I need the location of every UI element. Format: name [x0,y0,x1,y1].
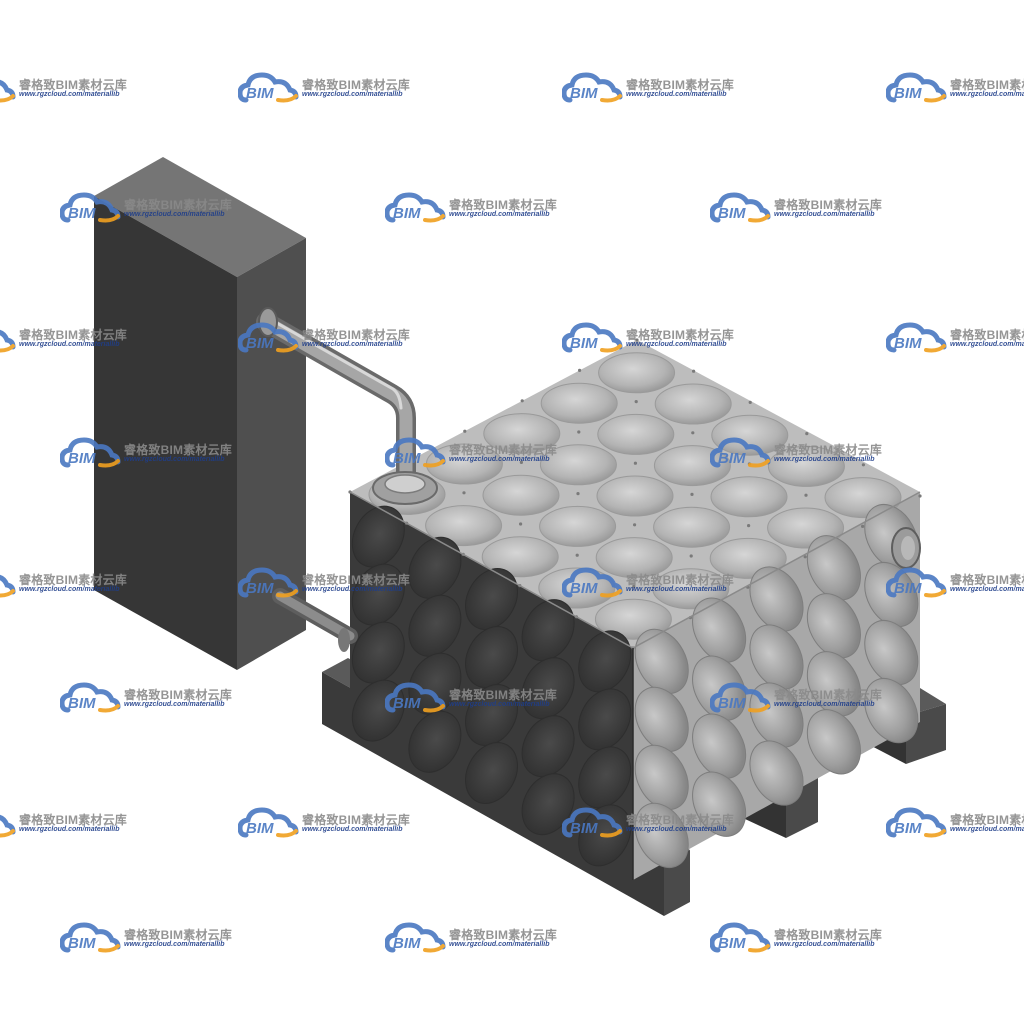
tank-panel-dome [710,476,788,518]
tank-bolt [804,493,808,497]
tank-panel-dome [634,744,689,810]
tank-panel-dome [578,746,632,809]
tank-panel-dome [539,505,617,547]
tank-panel-dome [540,382,618,424]
tank-panel-dome [864,678,919,744]
tank-bolt [519,522,523,526]
tank-panel-dome [465,684,518,746]
tank-bolt [861,524,865,529]
tank-panel-dome [598,352,676,394]
tank-bolt [635,338,639,342]
tank-panel-dome [749,566,804,632]
tank-bolt [747,462,752,466]
tank-bolt [692,369,696,373]
tank-panel-dome [653,445,731,487]
tank-bolt [918,494,922,498]
tank-panel-dome [521,715,575,778]
tank-panel-dome [749,740,804,806]
tank-bolt [691,431,695,435]
tank-panel-dome [408,710,462,773]
tank-panel-dome [521,599,575,662]
tank-bolt [632,584,636,589]
tank-panel-dome [351,621,405,684]
tank-panel-dome [408,536,462,599]
tank-panel-dome [692,713,747,779]
tank-bolt [633,523,637,527]
tank-panel-dome [806,535,861,601]
tank-panel-dome [597,413,675,455]
tank-panel-dome [864,620,919,686]
tank-panel-dome [711,414,789,456]
column-top-face [94,157,306,277]
tank-panel-dome [578,630,632,693]
tank-bolt [803,555,807,559]
connecting-pipe [256,307,438,652]
tank-panel-dome [767,445,845,487]
tank-bolt [748,400,752,404]
tank-panel-dome [539,444,617,486]
tank-panel-dome [654,383,732,425]
tank-panel-dome [351,505,405,568]
tank-bolt [689,554,693,558]
tank-panel-dome [634,802,689,868]
tank-panel-dome [596,475,674,517]
tank-panel-dome [408,594,462,657]
tank-panel-dome [634,628,689,694]
tank-panel-dome [806,709,861,775]
tank-panel-dome [653,506,731,548]
tank-bolt [633,461,638,465]
tank-panel-dome [481,536,559,578]
tank-panel-dome [692,597,747,663]
tank-panel-dome [521,657,575,720]
tank-panel-dome [425,443,503,485]
tank-bolt [690,492,694,496]
tank-bolt [578,368,582,372]
tank-panel-dome [465,568,518,630]
tank-bolt [576,492,580,496]
tank-panel-dome [806,593,861,659]
tank-bolt [519,460,524,464]
tank-panel-dome [425,505,503,547]
tank-panel-dome [634,686,689,752]
tank-panel-dome [595,537,673,579]
tank-bolt [575,553,579,557]
tank-panel-dome [351,563,405,626]
tank-bolt [805,432,809,436]
tank-panel-dome [465,742,518,804]
tank-panel-dome [578,688,632,751]
column-front-face [94,196,237,670]
tank-bolt [861,463,866,467]
tank-bolt [520,399,524,403]
panel-water-tank [348,338,922,880]
tank-bolt [462,491,466,495]
tank-panel-dome [465,626,518,688]
tank-bolt [634,400,638,404]
tank-panel-dome [483,413,561,455]
tank-panel-dome [692,771,747,837]
tank-panel-dome [482,474,560,516]
tank-bolt [577,430,581,434]
tank-panel-dome [806,651,861,717]
tank-panel-dome [749,624,804,690]
tank-bolt [747,524,751,528]
tank-bolt [463,429,467,433]
